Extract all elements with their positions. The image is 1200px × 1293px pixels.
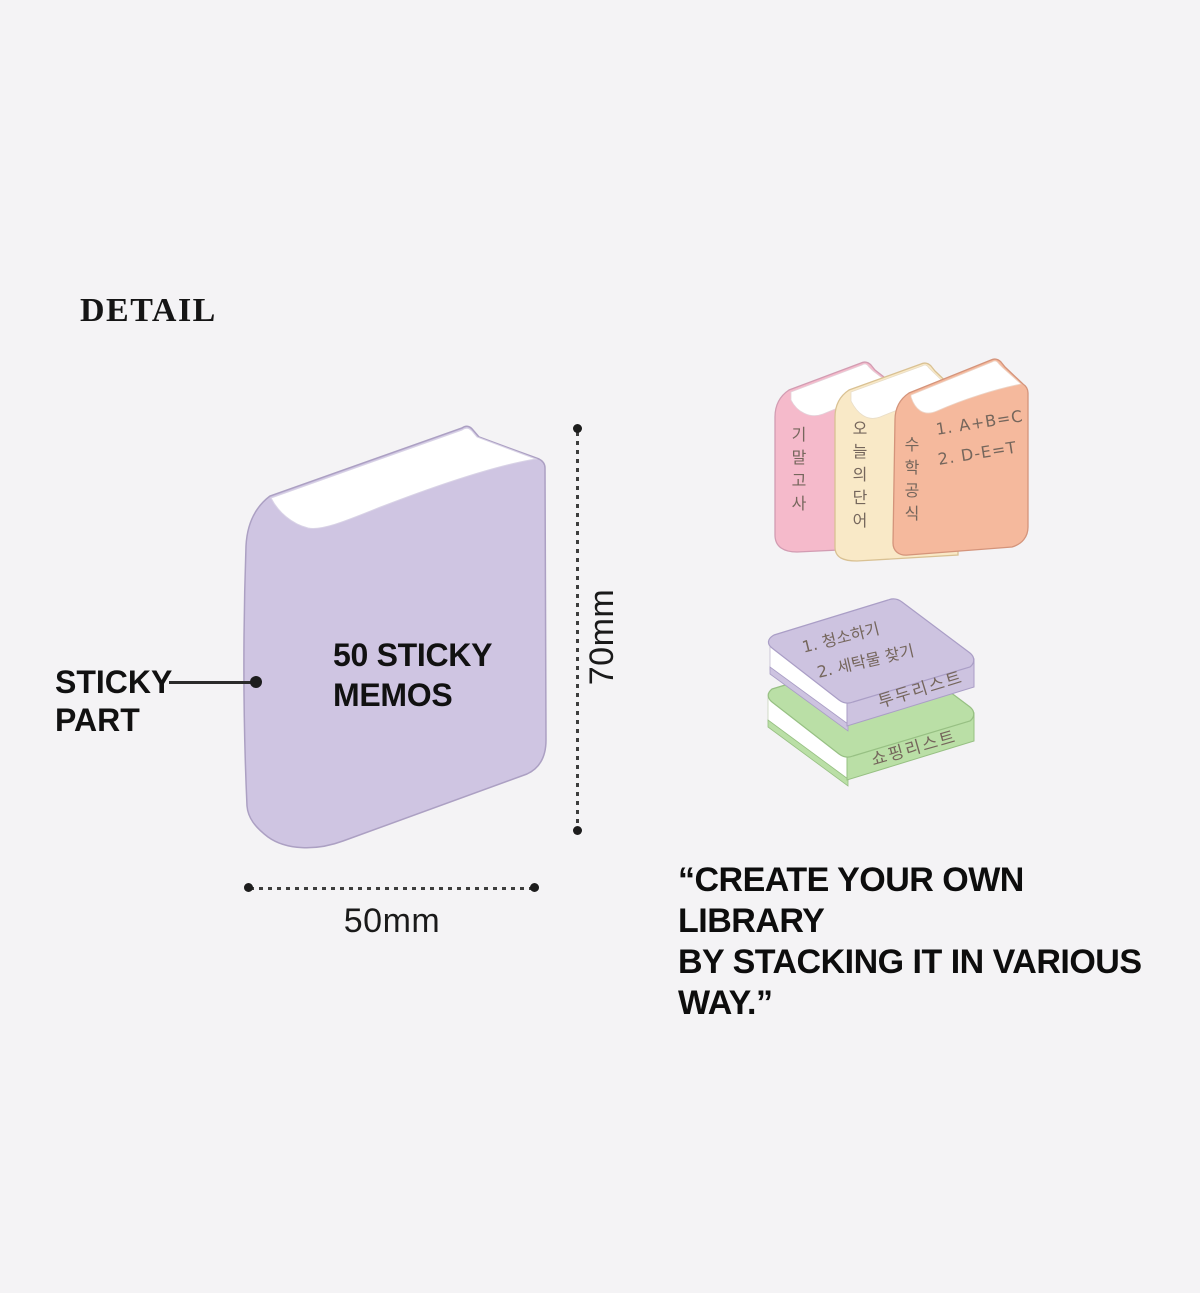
height-dimension-line — [576, 432, 579, 824]
width-dim-left-dot — [244, 883, 253, 892]
green-book-back-rim — [767, 719, 849, 787]
width-dim-right-dot — [530, 883, 539, 892]
orange-book-spine-title: 수학공식 — [901, 436, 920, 528]
sticky-part-callout: STICKY PART — [55, 663, 172, 739]
standing-books-illustration — [774, 358, 1029, 562]
main-book-label-line1: 50 STICKY — [333, 637, 493, 673]
quote-line3: WAY.” — [678, 984, 773, 1022]
callout-pointer-dot — [250, 676, 262, 688]
main-book-illustration — [243, 425, 547, 849]
cream-book-spine-title: 오늘의단어 — [849, 420, 868, 535]
stacked-books-illustration — [767, 598, 975, 787]
detail-heading: DETAIL — [80, 292, 217, 329]
main-book-pages — [270, 427, 538, 529]
purple-stack-cover — [767, 598, 975, 704]
height-dim-top-dot — [573, 424, 582, 433]
callout-pointer-line — [169, 681, 255, 684]
sticky-part-line1: STICKY — [55, 664, 173, 700]
width-dimension-label: 50mm — [343, 902, 441, 940]
width-dimension-line — [250, 887, 534, 890]
main-book-body — [243, 425, 547, 849]
height-dimension-label: 70mm — [583, 588, 621, 686]
pink-book-spine-title: 기말고사 — [788, 426, 807, 518]
purple-stack-back-rim — [769, 666, 849, 732]
sticky-part-line2: PART — [55, 702, 140, 738]
quote-line2: BY STACKING IT IN VARIOUS — [678, 943, 1142, 981]
main-book-label: 50 STICKY MEMOS — [333, 635, 492, 715]
height-dim-bottom-dot — [573, 826, 582, 835]
orange-book-pages — [910, 360, 1022, 414]
quote-block: “CREATE YOUR OWN LIBRARY BY STACKING IT … — [678, 860, 1178, 1024]
main-book-label-line2: MEMOS — [333, 677, 453, 713]
quote-line1: “CREATE YOUR OWN LIBRARY — [678, 861, 1024, 940]
